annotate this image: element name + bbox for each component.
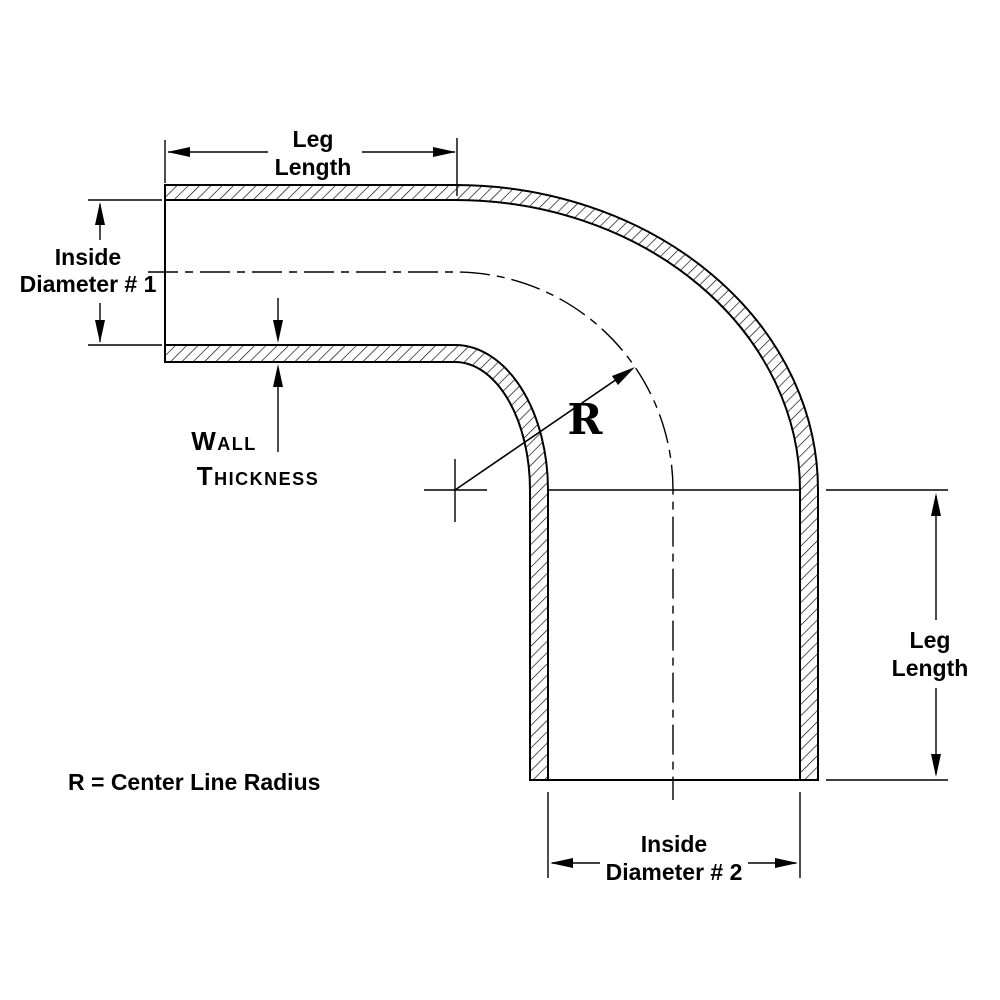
arrowhead-right bbox=[433, 147, 456, 157]
arrowhead-up bbox=[95, 202, 105, 225]
radius-legend: R = Center Line Radius bbox=[68, 769, 320, 795]
inside-diameter-1-label-line1: Inside bbox=[55, 244, 121, 270]
inside-diameter-1-label-line2: Diameter # 1 bbox=[20, 271, 157, 297]
dimension-leg-length-right bbox=[826, 489, 948, 781]
leg-length-right-label-line1: Leg bbox=[910, 627, 951, 653]
leg-length-top-label-line2: Length bbox=[275, 154, 352, 180]
arrowhead-down bbox=[273, 320, 283, 343]
leg-length-right-label-line2: Length bbox=[892, 655, 969, 681]
inside-diameter-2-label-line1: Inside bbox=[641, 831, 707, 857]
radius-arrow-line bbox=[454, 378, 618, 491]
leg-length-top-label-line1: Leg bbox=[293, 126, 334, 152]
dimension-inside-diameter-2 bbox=[547, 792, 801, 878]
dimension-inside-diameter-1 bbox=[88, 199, 162, 346]
annotation-wall-thickness bbox=[273, 298, 283, 452]
arrowhead-down bbox=[95, 320, 105, 343]
wall-thickness-label-line1: Wall bbox=[191, 426, 257, 456]
inner-wall-section bbox=[164, 344, 549, 781]
arrowhead-up bbox=[931, 493, 941, 516]
arrowhead-up bbox=[273, 364, 283, 387]
elbow-body bbox=[164, 184, 819, 781]
dimension-leg-length-top bbox=[164, 138, 458, 196]
wall-thickness-label-line2: Thickness bbox=[197, 461, 319, 491]
arrowhead-down bbox=[931, 754, 941, 777]
radius-annotation: R bbox=[454, 367, 635, 491]
radius-label: R bbox=[568, 395, 604, 444]
arrowhead-right bbox=[775, 858, 798, 868]
inside-diameter-2-label-line2: Diameter # 2 bbox=[606, 859, 743, 885]
center-line bbox=[148, 271, 674, 800]
arrowhead-left bbox=[550, 858, 573, 868]
arrowhead-left bbox=[167, 147, 190, 157]
radius-arrowhead bbox=[612, 367, 635, 385]
